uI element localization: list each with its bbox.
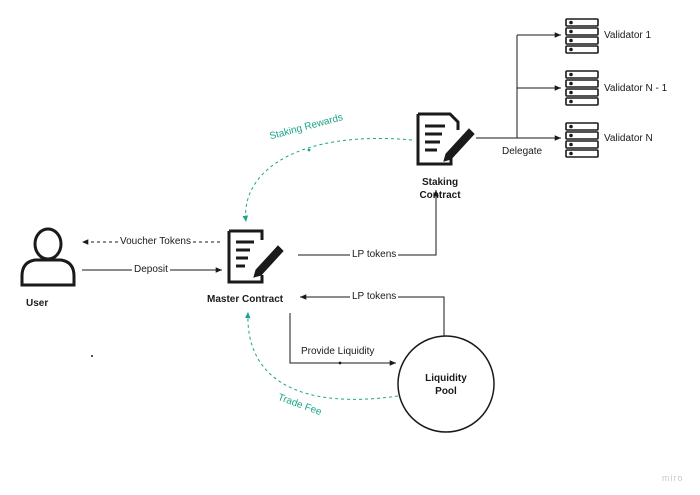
validator-n-label: Validator N [604,133,653,144]
voucher-tokens-label: Voucher Tokens [118,236,193,248]
staking-contract-label: Staking Contract [418,176,462,202]
provide-liquidity-label: Provide Liquidity [301,346,375,357]
liquidity-pool-circle [397,335,495,433]
validator-n-minus-1-icon [565,70,599,106]
user-icon [20,227,76,287]
staking-contract-label-line1: Staking [421,177,459,188]
liquidity-pool-label-line1: Liquidity [425,373,467,384]
lp-tokens-to-staking-edge [298,190,439,256]
validator-1-label: Validator 1 [604,30,652,41]
user-label: User [26,298,49,309]
provide-liquidity-dot [338,361,342,365]
provide-liquidity-edge [289,313,396,366]
lp-tokens-from-pool-label: LP tokens [350,291,399,303]
staking-contract-icon [416,112,475,166]
validator-1-icon [565,18,599,54]
liquidity-pool-label: Liquidity Pool [421,372,471,398]
staking-rewards-edge [242,138,413,223]
trade-fee-edge [244,311,399,400]
lp-tokens-from-pool-edge [300,294,445,336]
master-contract-icon [227,229,284,284]
master-contract-label: Master Contract [207,294,284,305]
brand-watermark: miro [662,473,684,483]
validator-n-icon [565,122,599,158]
staking-rewards-dot [307,148,311,152]
lp-tokens-to-staking-label: LP tokens [350,249,399,261]
deposit-label: Deposit [132,264,170,276]
liquidity-pool-label-line2: Pool [435,386,457,397]
delegate-label: Delegate [502,146,543,157]
validator-n-minus-1-label: Validator N - 1 [604,83,668,94]
stray-dot [91,355,93,357]
staking-contract-label-line2: Contract [419,190,461,201]
